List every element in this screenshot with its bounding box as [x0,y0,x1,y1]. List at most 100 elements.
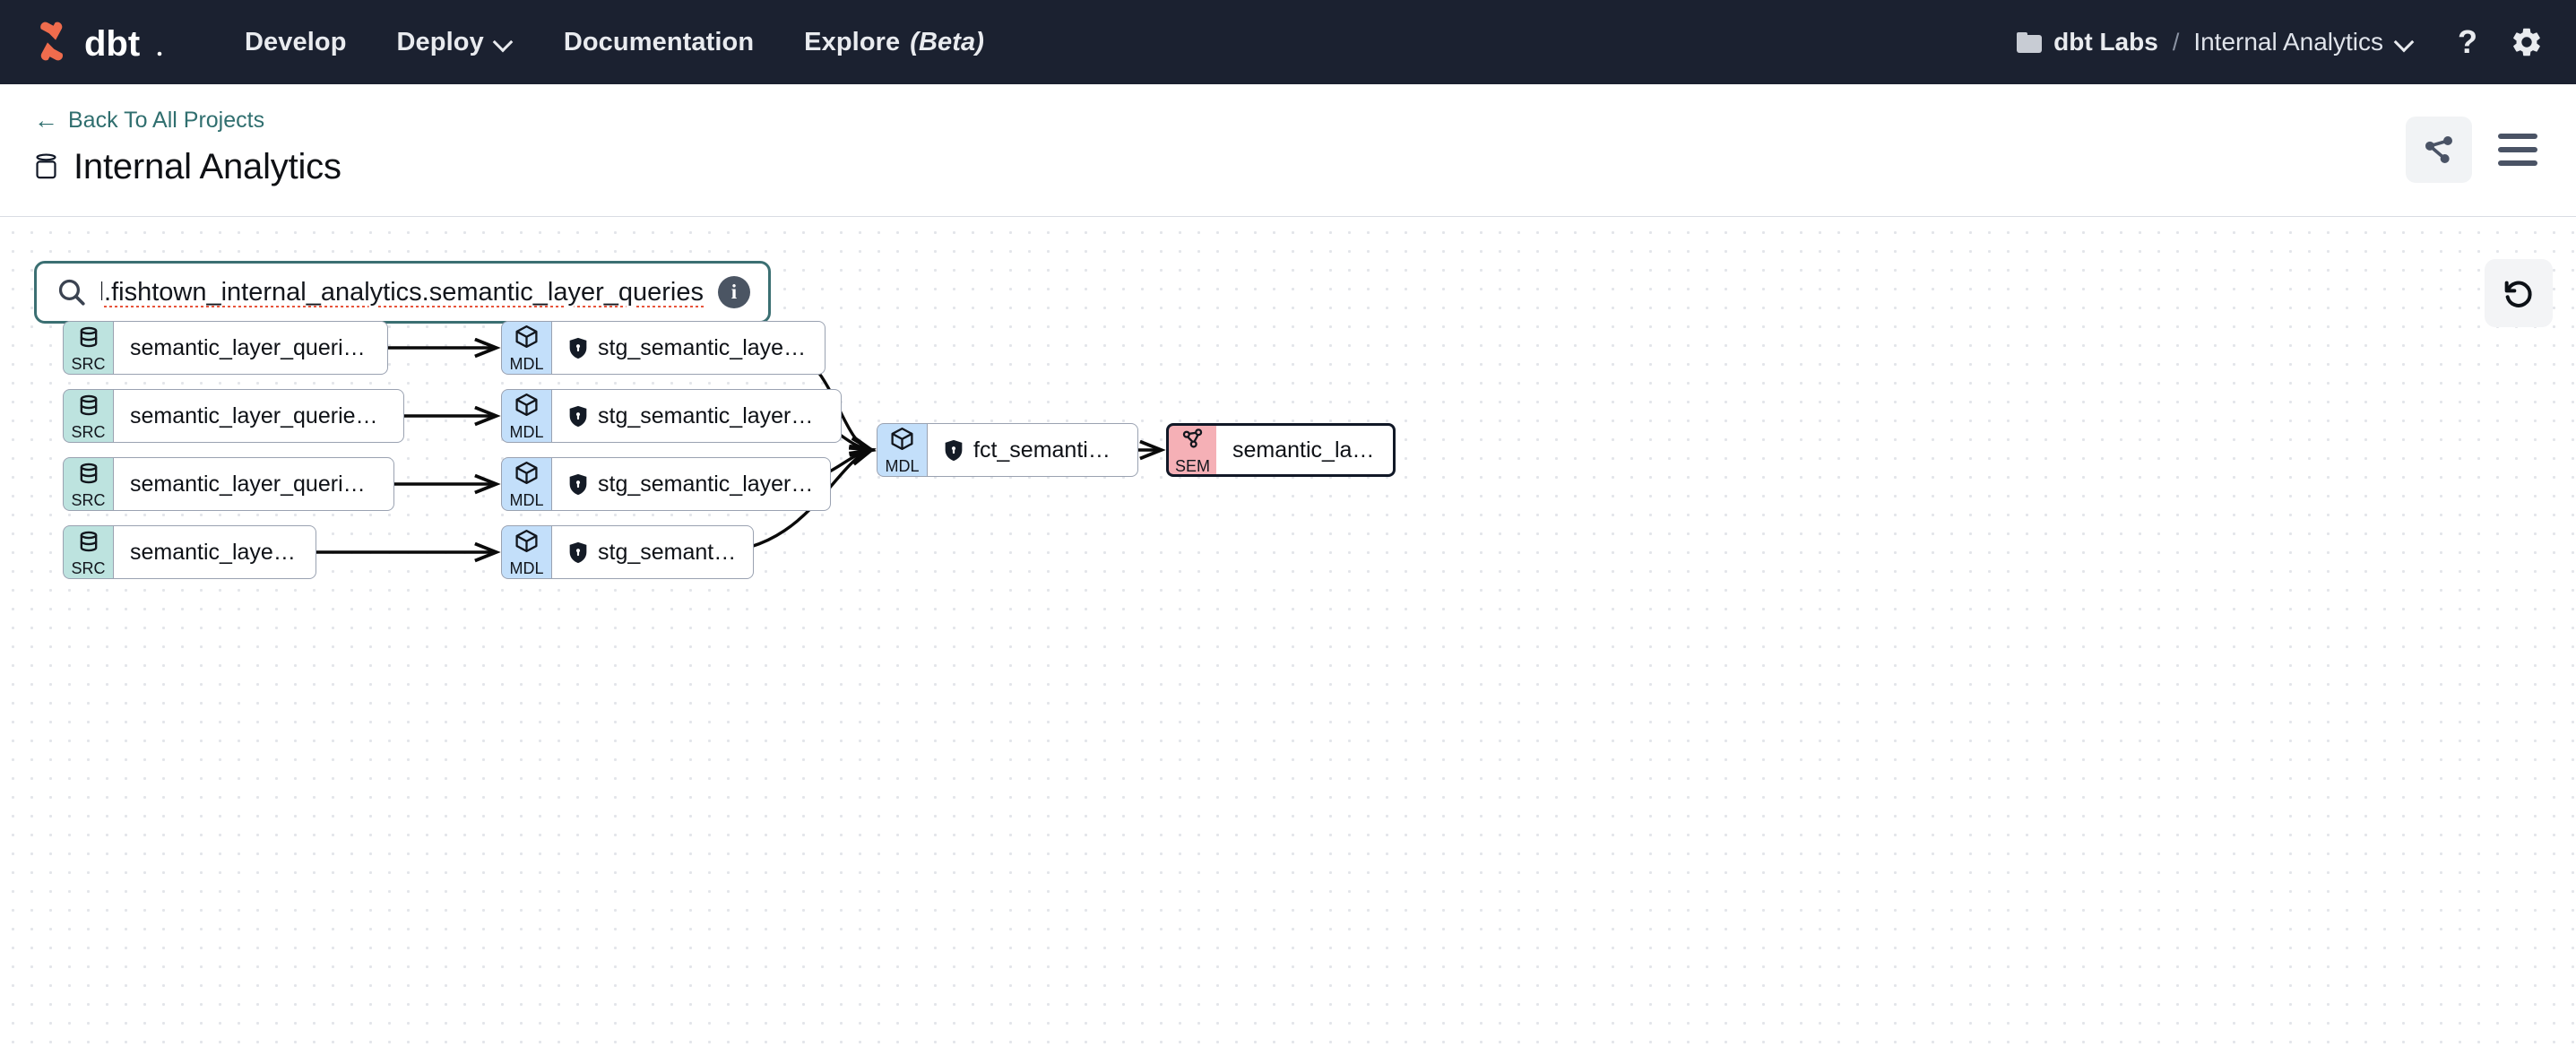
nav-item-deploy-label: Deploy [396,27,484,56]
primary-nav-links: Develop Deploy Documentation Explore (Be… [220,28,1009,57]
shield-lock-icon [568,541,588,564]
nav-item-deploy[interactable]: Deploy [372,28,539,57]
node-type-label: SRC [71,490,106,509]
node-body[interactable]: fct_semantic_layer_queries [927,423,1138,477]
node-type-label: MDL [509,355,544,373]
node-type-badge-mdl: MDL [501,457,551,511]
project-selector-label: Internal Analytics [2193,28,2383,56]
sub-header: ← Back To All Projects Internal Analytic… [0,84,2576,217]
node-body[interactable]: semantic_layer_queries.jobs [113,525,316,579]
lineage-node-mdl3[interactable]: MDL stg_semantic_layer__create_query_jobs [501,457,831,511]
back-link-label: Back To All Projects [68,108,265,133]
hamburger-line [2498,147,2537,152]
shield-lock-icon [568,473,588,496]
node-label: stg_semantic_layer__compile_sql_jobs [598,334,808,360]
nav-item-develop[interactable]: Develop [220,28,372,57]
sem-type-icon [1180,426,1206,456]
node-body[interactable]: semantic_layer_queries.create_query_jobs [113,457,394,511]
shield-lock-icon [568,405,588,428]
reset-rotate-left-icon [2504,281,2532,307]
node-type-badge-mdl: MDL [501,389,551,443]
folder-icon [2017,31,2043,53]
node-type-badge-src: SRC [63,525,113,579]
nav-right-cluster: dbt Labs / Internal Analytics ? [2017,23,2544,61]
nav-item-explore-beta-tag: (Beta) [910,27,985,56]
node-type-label: MDL [509,423,544,441]
project-selector[interactable]: Internal Analytics [2193,28,2415,56]
node-type-badge-src: SRC [63,389,113,443]
lineage-node-sem1[interactable]: SEM semantic_layer_queries [1166,423,1396,477]
node-label: stg_semantic_layer__compile_sql_params [598,402,825,428]
help-button[interactable]: ? [2452,23,2483,61]
src-type-icon [76,461,101,490]
org-breadcrumb[interactable]: dbt Labs [2017,28,2158,56]
reset-view-button[interactable] [2485,259,2553,327]
mdl-type-icon [514,324,540,354]
breadcrumb-separator: / [2172,28,2180,56]
node-body[interactable]: stg_semantic_layer__jobs [551,525,754,579]
src-type-icon [76,324,101,354]
nav-item-explore-label: Explore [804,27,901,56]
chevron-down-icon [494,32,514,52]
lineage-node-mdl2[interactable]: MDL stg_semantic_layer__compile_sql_param… [501,389,842,443]
node-type-label: SRC [71,422,106,441]
nav-item-documentation[interactable]: Documentation [539,28,779,57]
node-label: stg_semantic_layer__create_query_jobs [598,471,814,497]
search-icon [56,277,87,307]
info-icon-glyph: i [730,281,738,303]
org-name-label: dbt Labs [2053,28,2158,56]
node-body[interactable]: stg_semantic_layer__compile_sql_jobs [551,321,826,375]
node-search-box[interactable]: odel.fishtown_internal_analytics.semanti… [34,261,771,324]
lineage-node-src2[interactable]: SRC semantic_layer_queries.compile_sql_pa… [63,389,404,443]
back-to-all-projects-link[interactable]: ← Back To All Projects [34,108,264,134]
lineage-node-fct1[interactable]: MDL fct_semantic_layer_queries [877,423,1138,477]
node-type-label: MDL [885,457,920,475]
node-type-badge-mdl: MDL [877,423,927,477]
hamburger-menu-button[interactable] [2492,117,2544,183]
node-body[interactable]: stg_semantic_layer__compile_sql_params [551,389,842,443]
node-type-badge-src: SRC [63,321,113,375]
node-label: semantic_layer_queries.jobs [130,539,299,565]
node-body[interactable]: semantic_layer_queries.compile_sql_param… [113,389,404,443]
sub-header-actions [2406,117,2544,183]
node-type-label: MDL [509,491,544,509]
mdl-type-icon [514,528,540,558]
node-body[interactable]: semantic_layer_queries [1216,423,1396,477]
lineage-node-src3[interactable]: SRC semantic_layer_queries.create_query_j… [63,457,394,511]
node-type-label: MDL [509,559,544,577]
chevron-down-icon [2395,32,2415,52]
lineage-node-src1[interactable]: SRCsemantic_layer_queries.compile_sql_jo… [63,321,388,375]
top-navigation-bar: dbt Develop Deploy Documentation Explore… [0,0,2576,84]
svg-text:dbt: dbt [84,24,140,64]
database-icon [34,153,58,181]
nav-item-explore[interactable]: Explore (Beta) [779,28,1009,57]
mdl-type-icon [514,460,540,490]
src-type-icon [76,529,101,558]
dbt-logo-icon: dbt [40,22,162,64]
info-circle-icon[interactable]: i [718,276,750,308]
lineage-node-mdl1[interactable]: MDL stg_semantic_layer__compile_sql_jobs [501,321,826,375]
page-title: Internal Analytics [73,147,341,186]
help-button-label: ? [2458,23,2477,60]
hamburger-line [2498,134,2537,139]
dbt-logo[interactable]: dbt [34,18,170,66]
node-label: semantic_layer_queries.create_query_jobs [130,471,377,497]
node-label: fct_semantic_layer_queries [973,437,1121,463]
node-search-input[interactable]: odel.fishtown_internal_analytics.semanti… [101,277,704,307]
node-type-badge-src: SRC [63,457,113,511]
shield-lock-icon [568,337,588,359]
settings-button[interactable] [2510,25,2544,59]
lineage-node-mdl4[interactable]: MDL stg_semantic_layer__jobs [501,525,754,579]
node-type-badge-sem: SEM [1166,423,1216,477]
shield-lock-icon [944,439,964,462]
node-body[interactable]: semantic_layer_queries.compile_sql_jobs [113,321,388,375]
node-type-label: SEM [1174,457,1210,475]
node-type-label: SRC [71,558,106,577]
arrow-left-icon: ← [34,107,58,134]
node-body[interactable]: stg_semantic_layer__create_query_jobs [551,457,831,511]
share-button[interactable] [2406,117,2472,183]
lineage-node-src4[interactable]: SRC semantic_layer_queries.jobs [63,525,316,579]
gear-icon [2513,28,2540,56]
page-title-row: Internal Analytics [34,147,341,187]
lineage-graph-canvas[interactable]: odel.fishtown_internal_analytics.semanti… [0,218,2576,1047]
